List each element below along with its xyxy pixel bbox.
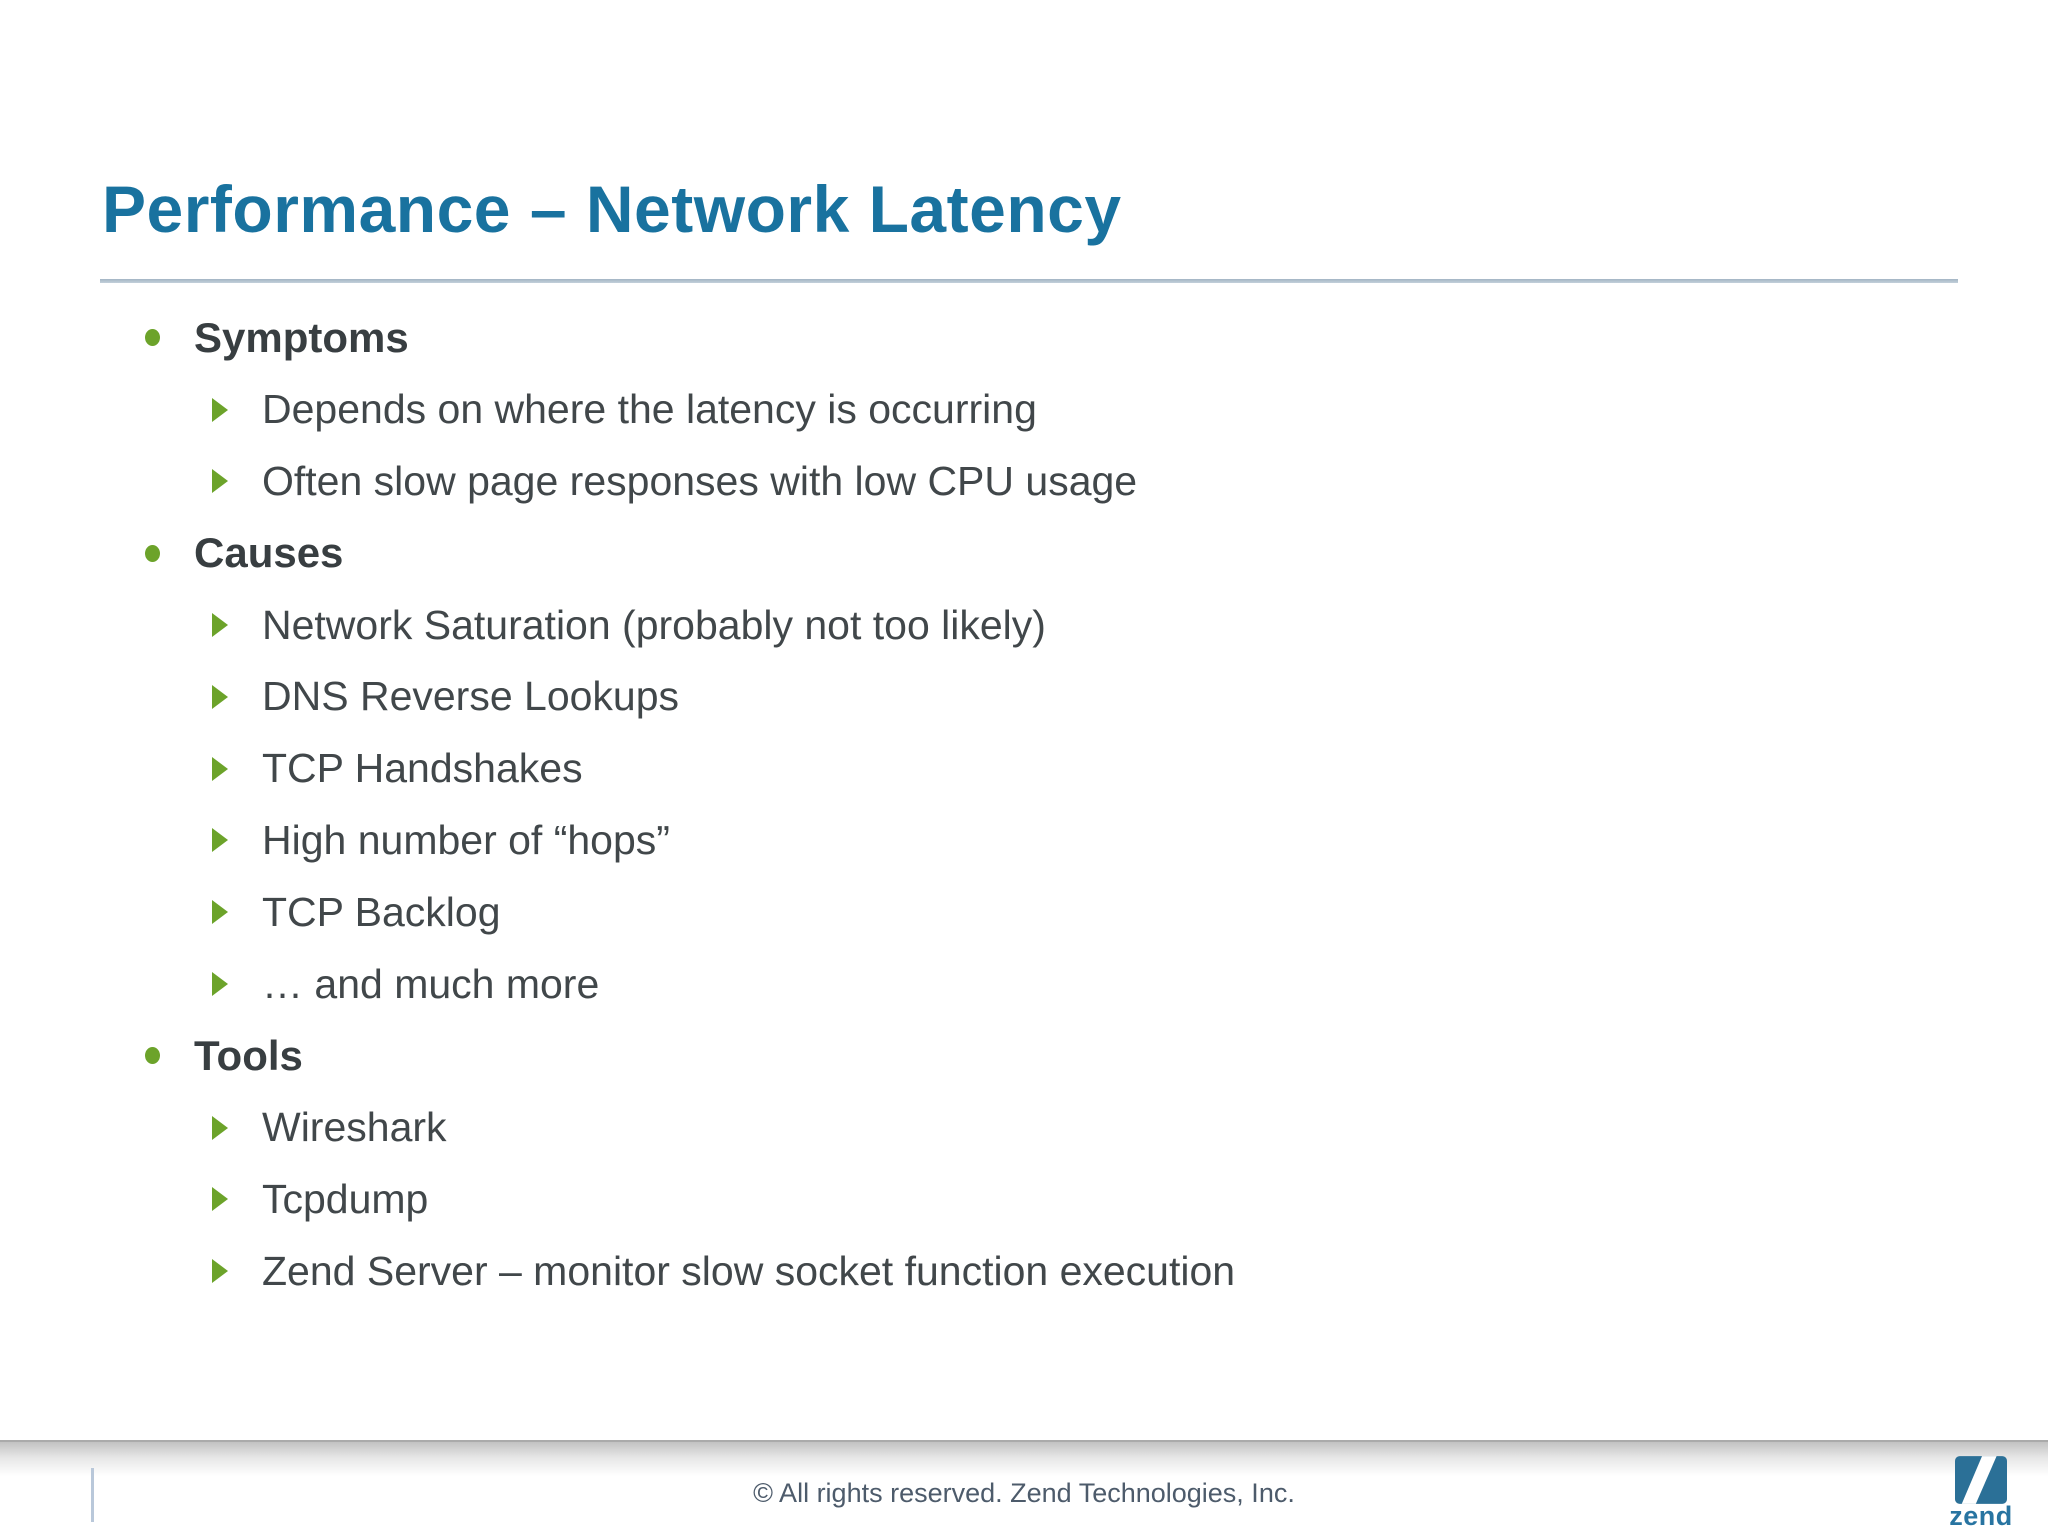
list-item-label: TCP Backlog	[262, 888, 501, 935]
bullet-dot-icon	[145, 544, 160, 562]
bullet-triangle-icon	[212, 1187, 228, 1212]
list-item-tools: Tools	[0, 1020, 2048, 1092]
bullet-triangle-icon	[212, 900, 228, 925]
zend-logo-icon	[1955, 1456, 2007, 1504]
bullet-list: Symptoms Depends on where the latency is…	[0, 302, 2048, 1307]
list-item-label: Wireshark	[262, 1104, 447, 1151]
list-item-label: Zend Server – monitor slow socket functi…	[262, 1247, 1236, 1294]
slide-title: Performance – Network Latency	[102, 172, 1122, 246]
footer-gradient-band	[0, 1440, 2048, 1476]
bullet-triangle-icon	[212, 1259, 228, 1284]
bullet-triangle-icon	[212, 397, 228, 422]
list-item: DNS Reverse Lookups	[0, 661, 2048, 733]
list-item: Tcpdump	[0, 1164, 2048, 1236]
zend-logo: zend	[1948, 1456, 2014, 1530]
list-item-label: Depends on where the latency is occurrin…	[262, 386, 1037, 433]
list-item-causes: Causes	[0, 517, 2048, 589]
list-item: Network Saturation (probably not too lik…	[0, 589, 2048, 661]
list-item-label: TCP Handshakes	[262, 745, 583, 792]
bullet-dot-icon	[145, 329, 160, 347]
list-item-label: Tcpdump	[262, 1175, 429, 1222]
bullet-triangle-icon	[212, 972, 228, 997]
list-item: Zend Server – monitor slow socket functi…	[0, 1235, 2048, 1307]
list-item: TCP Backlog	[0, 876, 2048, 948]
list-item: TCP Handshakes	[0, 733, 2048, 805]
title-underline	[100, 279, 1958, 283]
bullet-triangle-icon	[212, 1115, 228, 1140]
list-item-label: High number of “hops”	[262, 816, 670, 863]
list-item-label: Tools	[194, 1031, 303, 1079]
list-item: … and much more	[0, 948, 2048, 1020]
list-item: High number of “hops”	[0, 805, 2048, 877]
bullet-triangle-icon	[212, 469, 228, 494]
bullet-triangle-icon	[212, 684, 228, 709]
list-item-label: Causes	[194, 529, 344, 577]
bullet-triangle-icon	[212, 756, 228, 781]
list-item-symptoms: Symptoms	[0, 302, 2048, 374]
list-item: Depends on where the latency is occurrin…	[0, 374, 2048, 446]
list-item-label: Network Saturation (probably not too lik…	[262, 601, 1046, 648]
bullet-dot-icon	[145, 1047, 160, 1065]
list-item-label: Symptoms	[194, 313, 409, 361]
list-item: Wireshark	[0, 1092, 2048, 1164]
copyright-text: © All rights reserved. Zend Technologies…	[753, 1478, 1295, 1508]
zend-logo-wordmark: zend	[1949, 1501, 2013, 1531]
list-item-label: … and much more	[262, 960, 600, 1007]
bullet-triangle-icon	[212, 828, 228, 853]
list-item: Often slow page responses with low CPU u…	[0, 446, 2048, 518]
list-item-label: Often slow page responses with low CPU u…	[262, 457, 1138, 504]
bullet-triangle-icon	[212, 613, 228, 638]
list-item-label: DNS Reverse Lookups	[262, 673, 680, 720]
footer-divider-line	[91, 1468, 94, 1522]
